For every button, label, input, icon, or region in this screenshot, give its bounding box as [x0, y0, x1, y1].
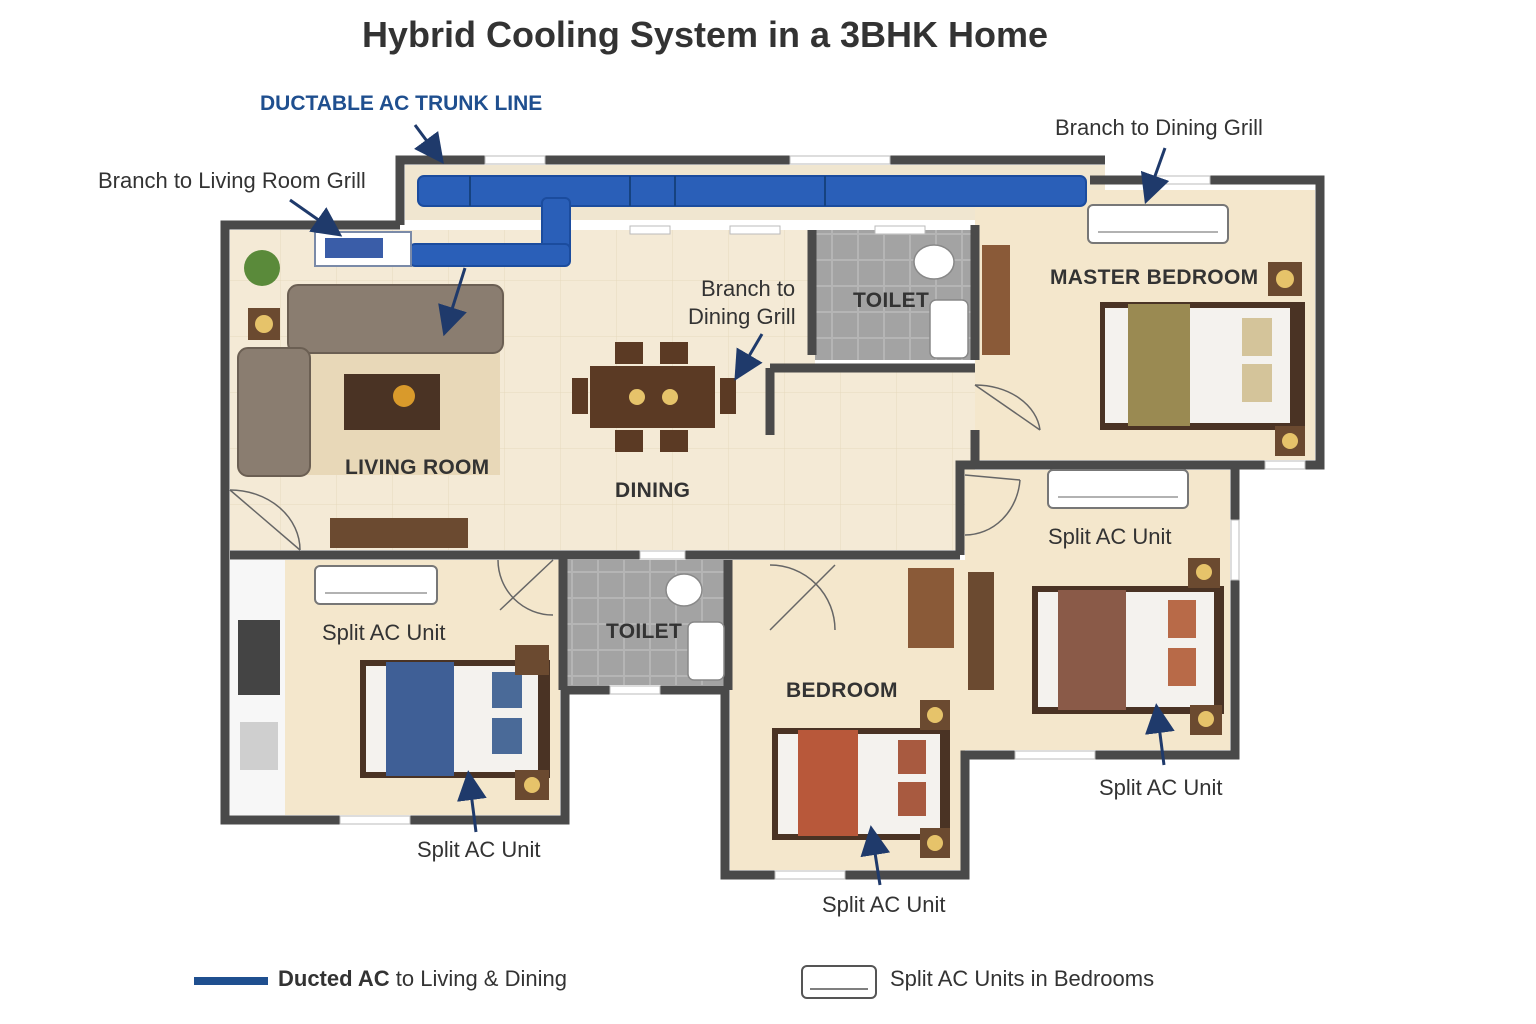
diagram-title: Hybrid Cooling System in a 3BHK Home	[361, 14, 1049, 55]
legend-ducted: Ducted AC to Living & Dining	[278, 966, 567, 992]
legend-split: Split AC Units in Bedrooms	[890, 966, 1155, 991]
split-ac-units	[314, 204, 1229, 605]
room-label-toilet-mid: TOILET	[606, 620, 683, 643]
dining-table	[572, 342, 736, 452]
duct-trunk-line	[409, 175, 1087, 267]
callout-arrows	[289, 124, 1175, 886]
master-bed	[982, 245, 1305, 456]
branch-living-label: Branch to Living Room Grill	[98, 168, 366, 193]
split-ac-bed3-label: Split AC Unit	[1099, 775, 1223, 800]
split-ac-icon	[801, 965, 877, 999]
branch-dining-mid-line1: Branch to	[701, 276, 796, 301]
duct-trunk-label: DUCTABLE AC TRUNK LINE	[260, 92, 543, 115]
legend-ducted-rest: to Living & Dining	[389, 966, 567, 991]
room-label-toilet-top: TOILET	[853, 289, 930, 312]
legend-ducted-bold: Ducted AC	[278, 966, 390, 991]
room-label-master: MASTER BEDROOM	[1050, 266, 1259, 289]
windows	[339, 155, 1306, 880]
branch-dining-mid-line2: Dining Grill	[688, 304, 796, 329]
branch-dining-top-label: Branch to Dining Grill	[1055, 115, 1263, 140]
bed-right	[968, 558, 1224, 735]
doors	[229, 384, 1041, 631]
room-label-dining: DINING	[615, 479, 691, 502]
living-room-grill	[314, 231, 412, 267]
toilet-fixtures	[665, 244, 969, 681]
split-ac-bed1-inside: Split AC Unit	[322, 620, 446, 645]
bed-middle	[772, 568, 954, 858]
split-ac-bed1-label: Split AC Unit	[417, 837, 541, 862]
bed-left	[238, 620, 550, 800]
duct-line-icon	[194, 977, 268, 985]
split-ac-bed3-inside: Split AC Unit	[1048, 524, 1172, 549]
room-label-bedroom: BEDROOM	[786, 679, 898, 702]
room-label-living: LIVING ROOM	[345, 456, 490, 479]
split-ac-bed2-label: Split AC Unit	[822, 892, 946, 917]
